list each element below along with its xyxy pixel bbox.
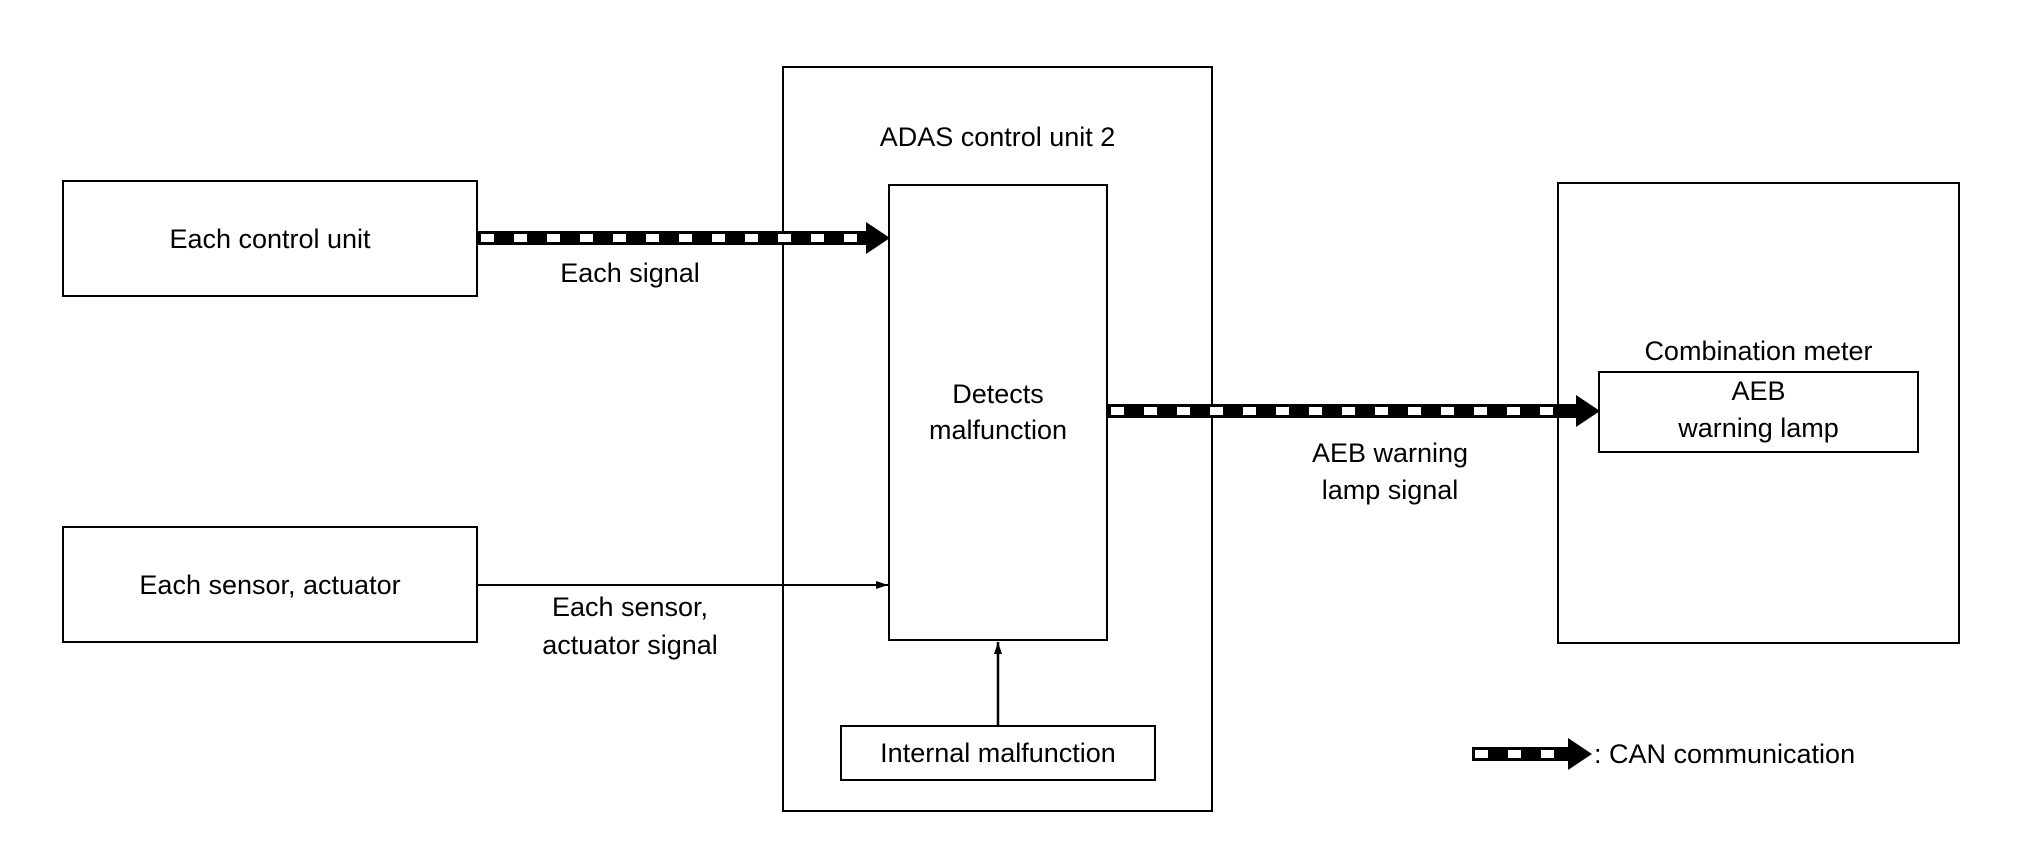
can-arrow-square <box>547 234 560 242</box>
can-arrow-square <box>1441 407 1454 415</box>
each-sensor-actuator-label: Each sensor, actuator <box>139 570 401 600</box>
aeb-signal-label-line2: lamp signal <box>1321 475 1459 505</box>
can-arrow-square <box>1144 407 1157 415</box>
can-arrow-head <box>866 222 890 254</box>
can-arrow-square <box>1210 407 1223 415</box>
detects-malfunction-label-line1: Detects <box>952 379 1044 409</box>
each-control-unit-label: Each control unit <box>169 224 371 254</box>
can-arrow-square <box>1111 407 1124 415</box>
can-arrow-head <box>1568 738 1592 770</box>
can-arrow-square <box>613 234 626 242</box>
can-arrow-square <box>1276 407 1289 415</box>
can-arrow-square <box>1375 407 1388 415</box>
can-arrow-square <box>778 234 791 242</box>
can-arrow-square <box>1508 750 1521 758</box>
sensor-signal-label-line1: Each sensor, <box>551 592 709 622</box>
dashed-can-arrow-icon <box>1472 738 1592 770</box>
each-signal-label: Each signal <box>560 258 700 288</box>
can-arrow-bar <box>478 231 866 245</box>
can-arrow-square <box>481 234 494 242</box>
can-arrow-square <box>580 234 593 242</box>
each-control-unit-box <box>62 180 478 297</box>
can-arrow-head <box>1576 395 1600 427</box>
can-arrow-square <box>1474 407 1487 415</box>
can-arrow-square <box>1475 750 1488 758</box>
can-arrow-square <box>646 234 659 242</box>
sensor-signal-label-line2: actuator signal <box>542 630 718 660</box>
can-arrow-square <box>679 234 692 242</box>
can-arrow-aeb-warning-lamp-signal <box>1108 395 1600 427</box>
can-communication-legend-label: : CAN communication <box>1594 739 1856 769</box>
can-arrow-square <box>1177 407 1190 415</box>
can-arrow-square <box>745 234 758 242</box>
aeb-warning-lamp-label-line2: warning lamp <box>1678 413 1839 443</box>
can-arrow-square <box>1540 407 1553 415</box>
can-arrow-square <box>712 234 725 242</box>
internal-malfunction-box <box>840 725 1156 781</box>
can-arrow-square <box>1541 750 1554 758</box>
detects-malfunction-label-line2: malfunction <box>928 415 1068 445</box>
can-arrow-each-signal <box>478 222 890 254</box>
can-arrow-square <box>844 234 857 242</box>
aeb-warning-lamp-label-line1: AEB <box>1731 376 1786 406</box>
detects-malfunction-box <box>888 184 1108 641</box>
can-arrow-square <box>1342 407 1355 415</box>
can-arrow-square <box>1408 407 1421 415</box>
can-arrow-square <box>1507 407 1520 415</box>
internal-malfunction-label: Internal malfunction <box>880 738 1116 768</box>
can-arrow-square <box>514 234 527 242</box>
adas-control-unit-label: ADAS control unit 2 <box>879 122 1116 152</box>
each-sensor-actuator-box <box>62 526 478 643</box>
can-arrow-square <box>1243 407 1256 415</box>
combination-meter-label: Combination meter <box>1644 336 1873 366</box>
can-arrow-square <box>811 234 824 242</box>
can-arrow-square <box>1309 407 1322 415</box>
aeb-warning-lamp-box <box>1598 371 1919 453</box>
aeb-signal-label-line1: AEB warning <box>1311 438 1469 468</box>
